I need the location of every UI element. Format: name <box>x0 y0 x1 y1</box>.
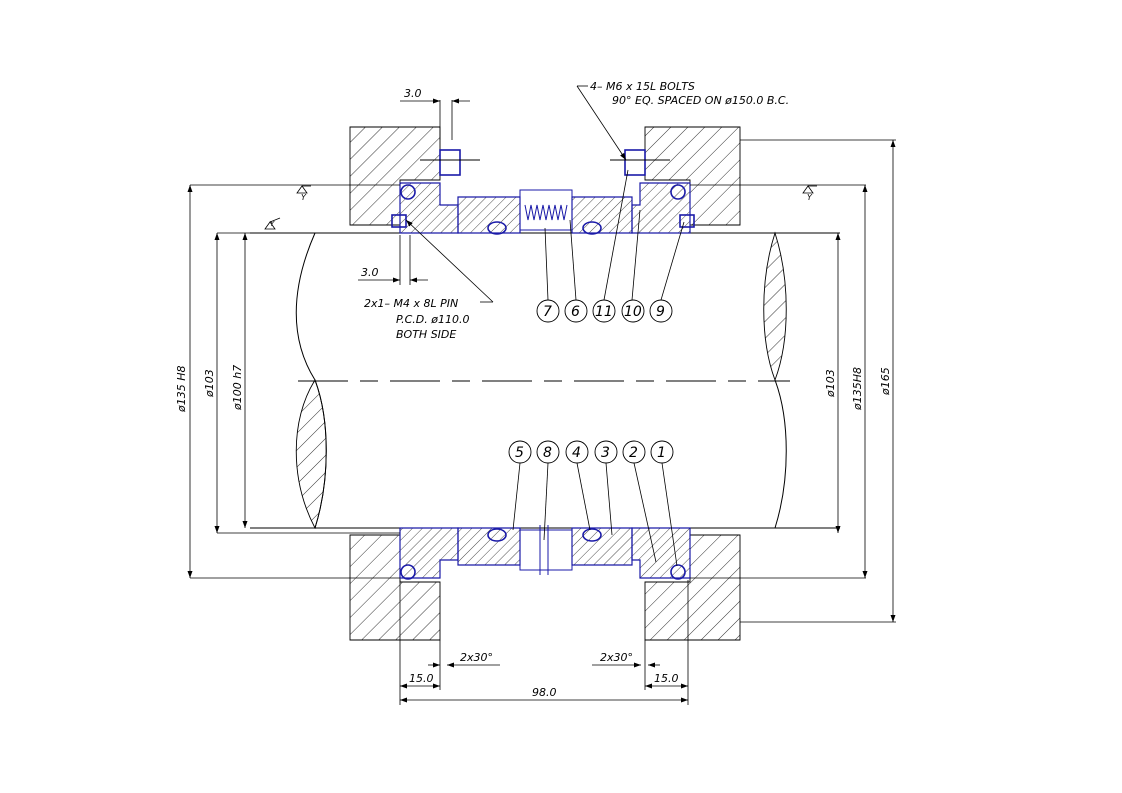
dim-dia-135-left: ø135 H8 <box>175 184 400 579</box>
dim-dia-135-right: ø135H8 <box>690 184 868 579</box>
bolts-note-line1: 4– M6 x 15L BOLTS <box>590 80 695 93</box>
balloon-8: 8 <box>536 440 560 464</box>
svg-text:4: 4 <box>572 445 581 461</box>
surface-mark-right-label: Y <box>807 193 813 202</box>
surface-mark-left: Y <box>296 185 311 202</box>
dim-dia-165-right-label: ø165 <box>879 367 892 396</box>
balloon-3: 3 <box>594 440 618 464</box>
dim-pin-offset: 3.0 <box>358 235 428 285</box>
balloon-1: 1 <box>650 440 674 464</box>
dim-overall-length: 98.0 <box>400 686 688 703</box>
balloon-7: 7 <box>536 299 560 323</box>
balloons-upper: 7 6 11 10 9 <box>536 169 685 323</box>
balloons-lower: 5 8 4 3 2 1 <box>508 440 678 567</box>
dim-left-width-label: 15.0 <box>409 672 434 685</box>
dim-right-chamfer-label: 2x30° <box>600 651 633 664</box>
seal-assembly-bottom <box>399 525 691 580</box>
pin-note-line1: 2x1– M4 x 8L PIN <box>364 297 458 310</box>
surface-mark-shaft-label: Y <box>270 220 275 228</box>
bolts-note-line2: 90° EQ. SPACED ON ø150.0 B.C. <box>612 94 789 107</box>
balloon-5: 5 <box>508 440 532 464</box>
dim-dia-135-right-label: ø135H8 <box>851 367 864 411</box>
dim-left-chamfer: 2x30° <box>428 651 500 668</box>
dim-dia-103-right-label: ø103 <box>824 369 837 398</box>
surface-mark-shaft: Y <box>264 217 281 230</box>
seal-assembly-top <box>391 149 695 235</box>
dim-right-chamfer: 2x30° <box>592 651 660 668</box>
dim-left-width: 15.0 <box>399 580 441 705</box>
dim-pin-offset-label: 3.0 <box>361 266 379 279</box>
balloon-9: 9 <box>649 299 673 323</box>
svg-text:11: 11 <box>595 304 613 320</box>
dim-left-chamfer-label: 2x30° <box>460 651 493 664</box>
svg-text:10: 10 <box>624 304 642 320</box>
svg-text:7: 7 <box>543 304 552 320</box>
svg-text:5: 5 <box>515 445 524 461</box>
pin-note: 2x1– M4 x 8L PIN P.C.D. ø110.0 BOTH SIDE <box>364 219 494 341</box>
dim-dia-103-left-label: ø103 <box>203 369 216 398</box>
dim-right-width-label: 15.0 <box>654 672 679 685</box>
pin-note-line3: BOTH SIDE <box>396 328 456 341</box>
balloon-2: 2 <box>622 440 646 464</box>
svg-text:3: 3 <box>601 445 610 461</box>
svg-text:8: 8 <box>543 445 552 461</box>
svg-text:2: 2 <box>629 445 638 461</box>
pin-note-line2: P.C.D. ø110.0 <box>396 313 469 326</box>
bolts-note: 4– M6 x 15L BOLTS 90° EQ. SPACED ON ø150… <box>576 80 789 161</box>
dim-top-offset: 3.0 <box>400 87 470 140</box>
dim-dia-165-right: ø165 <box>740 139 896 623</box>
dim-dia-135-left-label: ø135 H8 <box>175 366 188 414</box>
dim-right-width: 15.0 <box>644 580 689 705</box>
dim-dia-103-left: ø103 <box>203 232 400 534</box>
dim-top-offset-label: 3.0 <box>404 87 422 100</box>
dim-dia-100-left: ø100 h7 <box>231 233 248 528</box>
surface-mark-right: Y <box>802 185 817 202</box>
surface-mark-left-label: Y <box>301 193 307 202</box>
balloon-4: 4 <box>565 440 589 464</box>
dim-dia-103-right: ø103 <box>824 233 841 533</box>
shaft <box>250 231 840 530</box>
dim-overall-length-label: 98.0 <box>532 686 557 699</box>
balloon-10: 10 <box>621 299 645 323</box>
svg-text:1: 1 <box>657 445 666 461</box>
svg-text:6: 6 <box>571 304 580 320</box>
dim-dia-100-left-label: ø100 h7 <box>231 365 244 411</box>
svg-text:9: 9 <box>656 304 665 320</box>
balloon-6: 6 <box>564 299 588 323</box>
balloon-11: 11 <box>592 299 616 323</box>
